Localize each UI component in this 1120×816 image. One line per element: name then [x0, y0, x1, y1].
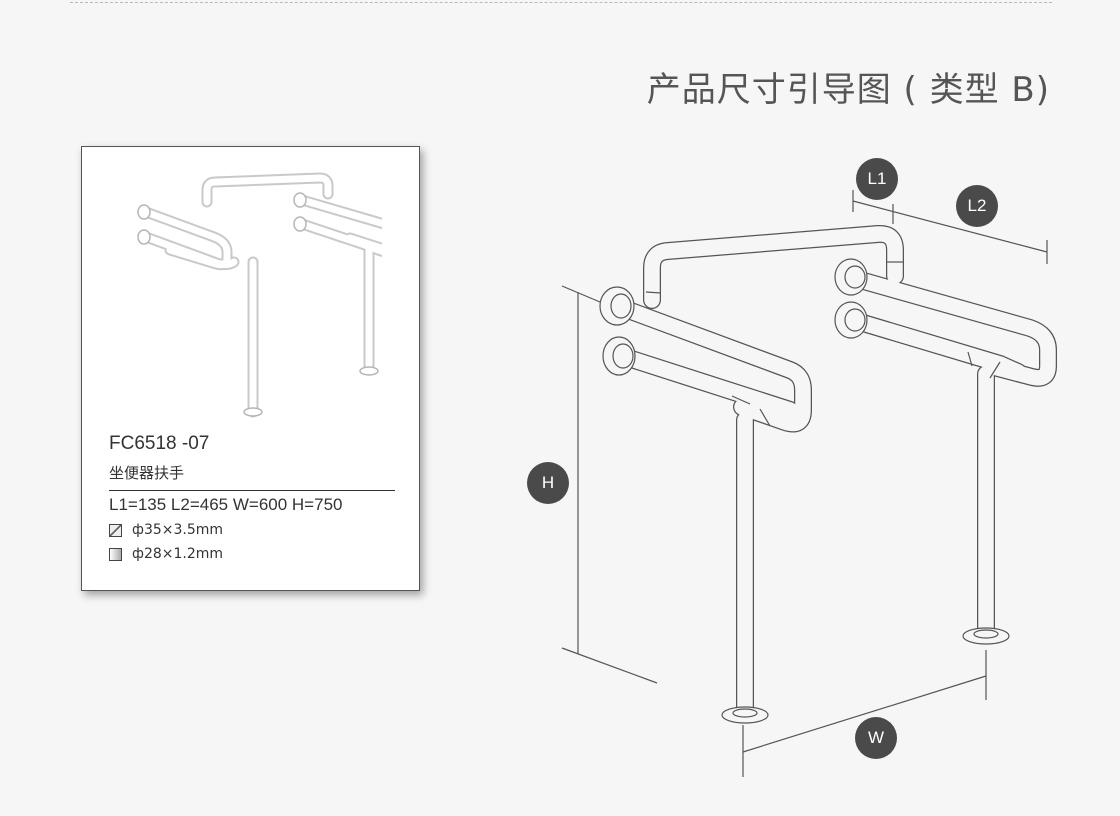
tube-swatch-icon: [109, 547, 122, 561]
h-extension-line: [561, 647, 658, 684]
h-label-badge: H: [527, 462, 569, 504]
card-divider: [109, 490, 395, 491]
tube-spec-row: ф35×3.5mm: [109, 522, 223, 538]
product-name: 坐便器扶手: [109, 464, 185, 482]
grab-bar-drawing: [611, 224, 1057, 721]
tube-spec-row: ф28×1.2mm: [109, 546, 223, 562]
page-title: 产品尺寸引导图 ( 类型 B): [646, 70, 1050, 110]
w-dimension-line: [742, 675, 987, 753]
dimension-spec: L1=135 L2=465 W=600 H=750: [109, 495, 343, 514]
tube-spec-label: ф35×3.5mm: [132, 522, 224, 538]
w-label-badge: W: [855, 717, 897, 759]
product-model-number: FC6518 -07: [109, 433, 210, 454]
top-dashed-divider: [70, 2, 1052, 3]
l2-label-badge: L2: [956, 185, 998, 227]
l1-label-badge: L1: [856, 158, 898, 200]
tube-swatch-icon: [109, 523, 122, 537]
l1-l2-dimension-line: [852, 200, 1048, 253]
dimension-diagram: [561, 190, 1057, 777]
product-card: FC6518 -07 坐便器扶手 L1=135 L2=465 W=600 H=7…: [81, 146, 420, 591]
tube-spec-label: ф28×1.2mm: [132, 546, 224, 562]
product-photo: [137, 172, 382, 418]
h-extension-line: [561, 285, 601, 303]
